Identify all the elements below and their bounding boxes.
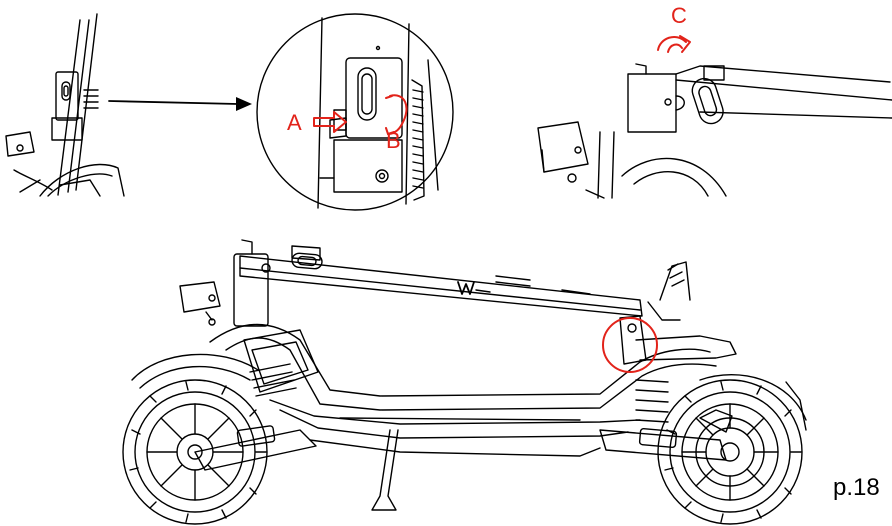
label-c: C bbox=[671, 3, 687, 28]
label-a: A bbox=[287, 110, 302, 135]
scooter-folded-illustration bbox=[122, 239, 807, 525]
push-arrow-a bbox=[313, 111, 347, 133]
hinge-sketch bbox=[537, 63, 892, 199]
page-number: p.18 bbox=[833, 474, 880, 501]
overview-sketch bbox=[5, 13, 125, 197]
label-b: B bbox=[386, 128, 401, 153]
pointer-arrow bbox=[108, 100, 239, 105]
rotate-arrow-c bbox=[657, 35, 687, 51]
hinge-highlight-circle bbox=[602, 317, 658, 373]
